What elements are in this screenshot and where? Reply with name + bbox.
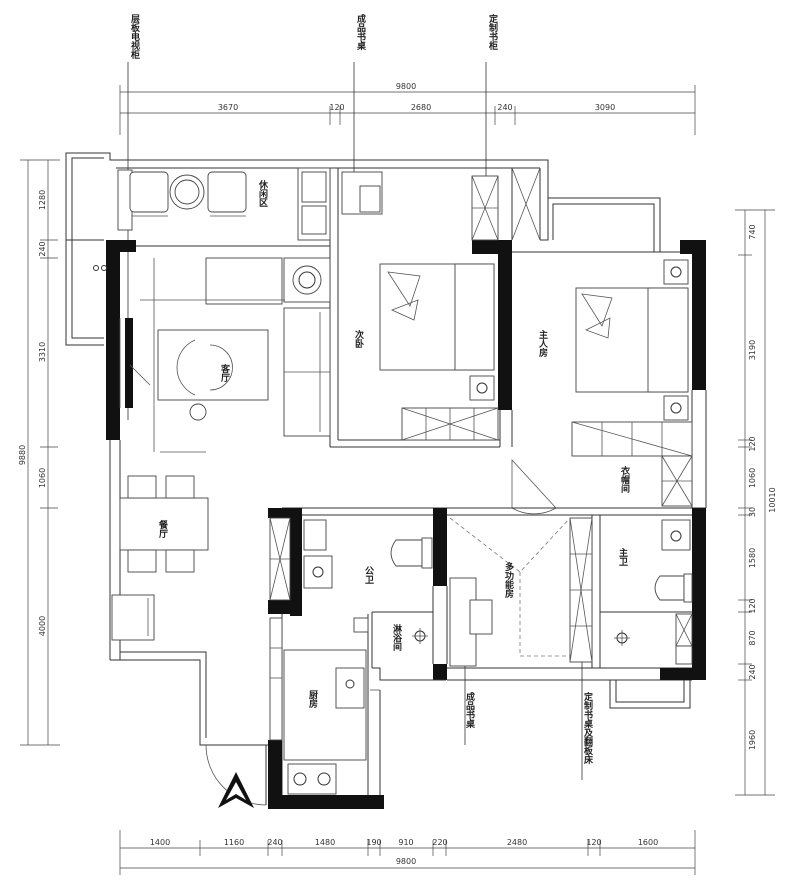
right-dim-seg1: 740 — [748, 224, 757, 239]
label-living-room: 客厅 — [219, 363, 231, 383]
note-desk-top: 成品书桌 — [355, 13, 366, 51]
note-bookcase-bed: 定制书桌及翻板床 — [582, 691, 594, 765]
living-window — [119, 318, 133, 408]
left-dim-seg3: 3310 — [38, 342, 47, 362]
second-bedroom-furniture — [341, 171, 499, 441]
note-desk-bottom: 成品书桌 — [464, 691, 475, 729]
bottom-dim-seg2: 1160 — [224, 838, 244, 847]
right-dim-total: 10010 — [768, 487, 777, 512]
right-dim-seg7: 120 — [748, 598, 757, 613]
left-dim-seg2: 240 — [38, 241, 47, 256]
bottom-dim-seg9: 120 — [586, 838, 601, 847]
walls — [106, 168, 707, 809]
top-dim-total: 9800 — [396, 82, 416, 91]
top-dim-seg4: 240 — [497, 103, 512, 112]
left-dim-total: 9880 — [18, 445, 27, 465]
top-dim-seg5: 3090 — [595, 103, 615, 112]
bottom-dim-seg7: 220 — [432, 838, 447, 847]
right-dim-seg6: 1580 — [748, 548, 757, 568]
label-dining-room: 餐厅 — [157, 519, 169, 539]
dining-furniture — [111, 475, 209, 641]
multi-room-furniture — [449, 517, 593, 667]
bottom-dim-seg4: 1480 — [315, 838, 335, 847]
label-public-bath: 公卫 — [363, 566, 374, 584]
bottom-notes: 成品书桌 定制书桌及翻板床 — [464, 691, 594, 765]
leisure-zone — [93, 167, 331, 271]
kitchen-fixtures — [269, 617, 380, 795]
top-dim-seg3: 2680 — [411, 103, 431, 112]
top-dim-seg1: 3670 — [218, 103, 238, 112]
label-leisure: 休闲区 — [257, 179, 269, 207]
right-dim-seg5: 30 — [748, 507, 757, 517]
shower-fixtures — [412, 628, 428, 644]
top-dimension-chain: 9800 3670 120 2680 240 3090 — [119, 82, 696, 135]
top-notes: 层板电视柜 成品书桌 定制书柜 — [129, 13, 499, 60]
left-dimension-chain: 9880 1280 240 3310 1060 4000 — [18, 159, 60, 746]
label-kitchen: 厨房 — [307, 690, 318, 709]
right-dimension-chain: 10010 740 3190 120 1060 30 1580 120 870 … — [735, 209, 777, 796]
living-room-furniture — [129, 257, 331, 453]
note-bookcase-top: 定制书柜 — [487, 13, 499, 51]
bottom-dim-seg3: 240 — [267, 838, 282, 847]
master-bath-fixtures — [614, 519, 693, 665]
right-dim-seg9: 240 — [748, 664, 757, 679]
top-dim-seg2: 120 — [329, 103, 344, 112]
bottom-dimension-chain: 1400 1160 240 1480 190 910 220 2480 120 … — [119, 830, 696, 875]
bottom-dim-seg1: 1400 — [150, 838, 170, 847]
master-bedroom-furniture — [571, 259, 693, 507]
right-dim-seg3: 120 — [748, 436, 757, 451]
balcony-outline — [65, 152, 691, 709]
room-labels: 休闲区 次卧 主人房 客厅 餐厅 衣帽间 公卫 多功能房 主卫 淋浴间 厨房 — [157, 179, 630, 709]
right-dim-seg2: 3190 — [748, 340, 757, 360]
label-shower: 淋浴间 — [391, 623, 402, 652]
bottom-dim-seg8: 2480 — [507, 838, 527, 847]
left-dim-seg4: 1060 — [38, 468, 47, 488]
bottom-dim-seg5: 190 — [366, 838, 381, 847]
label-second-bedroom: 次卧 — [353, 329, 364, 349]
right-dim-seg8: 870 — [748, 630, 757, 645]
label-master-bedroom: 主人房 — [537, 329, 549, 358]
right-dim-seg4: 1060 — [748, 468, 757, 488]
left-dim-seg5: 4000 — [38, 616, 47, 636]
bottom-dim-total: 9800 — [396, 857, 416, 866]
label-multi-room: 多功能房 — [503, 561, 514, 599]
entry-arrow-icon — [218, 772, 254, 808]
bottom-dim-seg6: 910 — [398, 838, 413, 847]
public-bath-fixtures — [269, 517, 433, 601]
left-dim-seg1: 1280 — [38, 190, 47, 210]
label-master-bath: 主卫 — [617, 547, 628, 566]
right-dim-seg10: 1960 — [748, 730, 757, 750]
label-walk-in-closet: 衣帽间 — [619, 465, 630, 494]
note-tv-wall: 层板电视柜 — [129, 14, 141, 60]
bottom-dim-seg10: 1600 — [638, 838, 658, 847]
